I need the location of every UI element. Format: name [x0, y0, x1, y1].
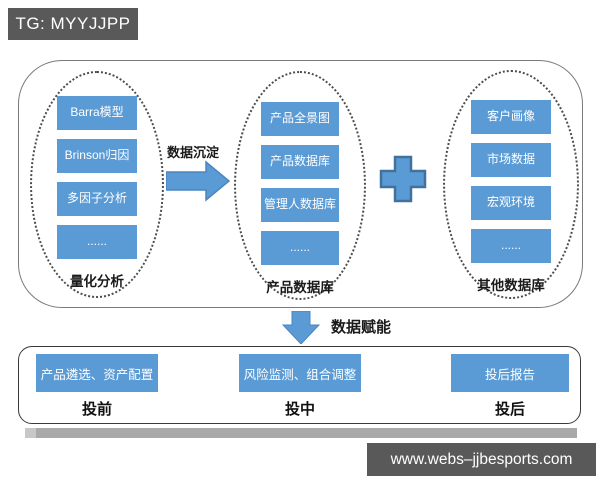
watermark-top-text: TG: MYYJJPP: [15, 14, 131, 33]
node-multifactor-analysis: 多因子分析: [57, 182, 137, 216]
down-arrow-icon: [282, 311, 320, 344]
plus-icon: [379, 155, 427, 203]
watermark-bottom-text: www.webs–jjbesports.com: [390, 450, 573, 468]
investment-stages-container: 产品遴选、资产配置 投前 风险监测、组合调整 投中 投后报告 投后: [18, 346, 581, 424]
node-risk-monitoring: 风险监测、组合调整: [239, 354, 361, 392]
stage-post-investment: 投后报告 投后: [451, 354, 569, 419]
node-quant-ellipsis: ......: [57, 225, 137, 259]
group-label-product-db: 产品数据库: [266, 280, 334, 295]
node-post-investment-report: 投后报告: [451, 354, 569, 392]
group-other-databases: 客户画像 市场数据 宏观环境 ...... 其他数据库: [443, 70, 579, 299]
node-manager-db: 管理人数据库: [261, 188, 339, 222]
node-product-db: 产品数据库: [261, 145, 339, 179]
shadow-bar-cap: [25, 428, 36, 438]
stage-mid-investment: 风险监测、组合调整 投中: [239, 354, 361, 419]
node-product-panorama: 产品全景图: [261, 102, 339, 136]
watermark-top-banner: TG: MYYJJPP: [8, 8, 138, 40]
arrow-right-label: 数据沉淀: [167, 145, 220, 160]
stage-label-pre: 投前: [81, 401, 112, 418]
node-product-ellipsis: ......: [261, 231, 339, 265]
shadow-bar: [25, 428, 577, 438]
group-quant-analysis: Barra模型 Brinson归因 多因子分析 ...... 量化分析: [30, 71, 164, 298]
stage-label-post: 投后: [494, 401, 525, 418]
right-arrow-icon: [166, 160, 230, 202]
node-product-selection: 产品遴选、资产配置: [36, 354, 158, 392]
stage-label-mid: 投中: [284, 401, 315, 418]
group-product-database: 产品全景图 产品数据库 管理人数据库 ...... 产品数据库: [234, 71, 366, 300]
arrow-down-label: 数据赋能: [331, 319, 392, 336]
watermark-bottom-banner: www.webs–jjbesports.com: [367, 443, 596, 476]
node-macro-environment: 宏观环境: [471, 186, 551, 220]
node-market-data: 市场数据: [471, 143, 551, 177]
node-other-ellipsis: ......: [471, 229, 551, 263]
group-label-other-db: 其他数据库: [477, 278, 545, 293]
stage-pre-investment: 产品遴选、资产配置 投前: [36, 354, 158, 419]
node-barra-model: Barra模型: [57, 96, 137, 130]
node-brinson-attribution: Brinson归因: [57, 139, 137, 173]
node-customer-profile: 客户画像: [471, 100, 551, 134]
group-label-quant: 量化分析: [70, 274, 124, 289]
